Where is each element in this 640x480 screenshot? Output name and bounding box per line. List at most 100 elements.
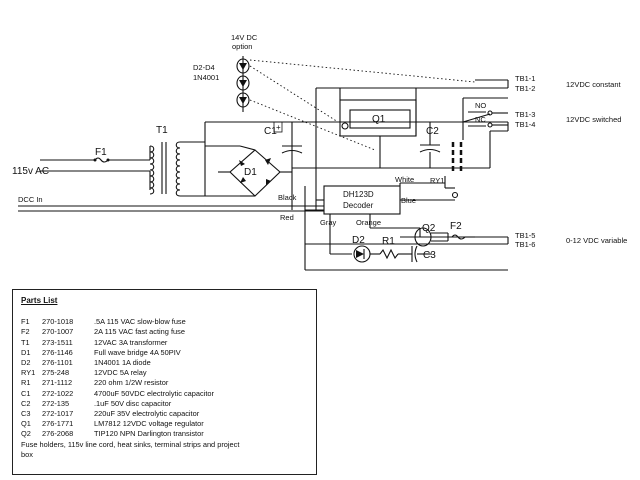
parts-list-item: F1 270-1018 .5A 115 VAC slow-blow fuse [21, 317, 308, 327]
label-q2: Q2 [422, 223, 436, 234]
label-tb1-5: TB1-5 [515, 231, 535, 240]
part-number: 276-1101 [42, 358, 73, 368]
capacitor-c1 [273, 121, 303, 154]
parts-list-item: F2 270-1007 2A 115 VAC fast acting fuse [21, 327, 308, 337]
label-white: White [395, 175, 414, 184]
label-black: Black [278, 193, 297, 202]
label-tb1-4: TB1-4 [515, 120, 535, 129]
part-description: 2A 115 VAC fast acting fuse [94, 327, 185, 337]
part-ref: C3 [21, 409, 31, 419]
part-description: 12VDC 5A relay [94, 368, 147, 378]
label-c1: C1 [264, 126, 277, 137]
label-115v-ac: 115v AC [12, 166, 49, 177]
part-number: 272-1017 [42, 409, 74, 419]
label-red: Red [280, 213, 294, 222]
part-number: 271-1112 [42, 378, 73, 388]
label-1n4001: 1N4001 [193, 73, 219, 82]
label-decoder-model: DH123D [343, 190, 374, 199]
label-nc: NC [475, 115, 486, 124]
part-description: LM7812 12VDC voltage regulator [94, 419, 204, 429]
relay-ry1 [444, 97, 508, 199]
label-gray: Gray [320, 218, 337, 227]
label-blue: Blue [401, 196, 416, 205]
part-description: 12VAC 3A transformer [94, 337, 168, 347]
part-description: TIP120 NPN Darlington transistor [94, 429, 204, 439]
parts-list-item: Q1 276-1771 LM7812 12VDC voltage regulator [21, 419, 308, 429]
label-c2: C2 [426, 126, 439, 137]
part-number: 270-1018 [42, 317, 74, 327]
part-number: 276-1146 [42, 347, 73, 357]
transformer-t1 [149, 141, 205, 197]
part-number: 275-248 [42, 368, 70, 378]
label-d2-d4: D2-D4 [193, 63, 215, 72]
part-ref: F1 [21, 317, 30, 327]
bridge-rectifier-d1 [204, 122, 292, 197]
label-no: NO [475, 101, 486, 110]
parts-list-items: F1 270-1018 .5A 115 VAC slow-blow fuse F2 2… [21, 317, 308, 439]
label-tb1-1: TB1-1 [515, 74, 535, 83]
part-number: 276-1771 [42, 419, 74, 429]
part-ref: RY1 [21, 368, 36, 378]
label-option: option [232, 42, 252, 51]
label-f2: F2 [450, 221, 462, 232]
ac-input-wiring [40, 146, 151, 190]
parts-list-footer: Fuse holders, 115v line cord, heat sinks… [21, 439, 240, 459]
label-tb1-6: TB1-6 [515, 240, 535, 249]
parts-list-box: Parts List F1 270-1018 .5A 115 VAC slow-bl… [12, 289, 317, 475]
part-number: 272-135 [42, 398, 70, 408]
label-t1: T1 [156, 125, 168, 136]
capacitor-c2 [419, 122, 441, 168]
parts-list-item: R1 271-1112 220 ohm 1/2W resistor [21, 378, 308, 388]
part-ref: C1 [21, 388, 31, 398]
label-ry1: RY1 [430, 176, 444, 185]
part-description: 4700uF 50VDC electrolytic capacitor [94, 388, 214, 398]
decoder-dh123d [304, 182, 508, 271]
part-ref: D2 [21, 358, 31, 368]
part-ref: T1 [21, 337, 30, 347]
label-14v-dc: 14V DC [231, 33, 258, 42]
label-r1: R1 [382, 236, 395, 247]
fuse-f1 [93, 157, 110, 163]
label-0-12vdc-variable: 0-12 VDC variable [566, 236, 627, 245]
part-description: Full wave bridge 4A 50PIV [94, 347, 181, 357]
part-number: 272-1022 [42, 388, 74, 398]
parts-list-item: D2 276-1101 1N4001 1A diode [21, 358, 308, 368]
part-number: 273-1511 [42, 337, 73, 347]
label-c3: C3 [423, 250, 436, 261]
dcc-input-wiring [18, 205, 324, 212]
label-orange: Orange [356, 218, 381, 227]
part-ref: C2 [21, 398, 31, 408]
terminal-block-tb1 [305, 79, 509, 245]
part-ref: Q1 [21, 419, 31, 429]
label-decoder: Decoder [343, 201, 374, 210]
part-number: 270-1007 [42, 327, 74, 337]
part-description: 220uF 35V electrolytic capacitor [94, 409, 200, 419]
part-ref: R1 [21, 378, 31, 388]
label-q1: Q1 [372, 114, 386, 125]
variable-output-stage [329, 214, 475, 263]
label-tb1-2: TB1-2 [515, 84, 535, 93]
regulator-q1 [339, 99, 417, 168]
parts-list-title: Parts List [21, 296, 58, 305]
part-ref: F2 [21, 327, 30, 337]
part-description: 220 ohm 1/2W resistor [94, 378, 169, 388]
parts-list-item: RY1 275-248 12VDC 5A relay [21, 368, 308, 378]
part-description: .1uF 50V disc capacitor [94, 398, 172, 408]
part-description: .5A 115 VAC slow-blow fuse [94, 317, 186, 327]
parts-list-item: T1 273-1511 12VAC 3A transformer [21, 338, 308, 348]
diodes-d2-d4-option [236, 56, 476, 151]
label-d2: D2 [352, 235, 365, 246]
parts-list-item: C1 272-1022 4700uF 50VDC electrolytic capa… [21, 389, 308, 399]
label-12vdc-switched: 12VDC switched [566, 115, 621, 124]
parts-list-item: D1 276-1146 Full wave bridge 4A 50PIV [21, 348, 308, 358]
part-description: 1N4001 1A diode [94, 358, 151, 368]
label-d1: D1 [244, 167, 257, 178]
part-number: 276-2068 [42, 429, 74, 439]
label-dcc-in: DCC In [18, 195, 43, 204]
parts-list-item: C3 272-1017 220uF 35V electrolytic capacit… [21, 409, 308, 419]
label-12vdc-constant: 12VDC constant [566, 80, 622, 89]
part-ref: D1 [21, 347, 31, 357]
label-f1: F1 [95, 147, 107, 158]
